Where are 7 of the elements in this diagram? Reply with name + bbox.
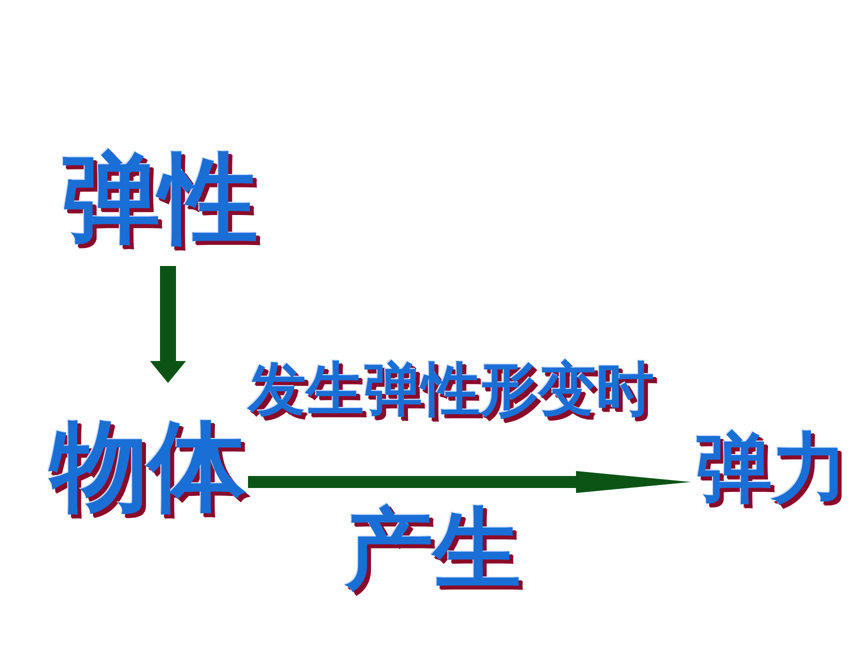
term-text: 弹力 — [696, 430, 848, 506]
edge-label: 发生弹性形变时 — [248, 360, 654, 418]
term-text: 弹性 — [62, 150, 258, 248]
arrow — [248, 471, 691, 493]
label-text: 产生 — [345, 505, 521, 593]
term-text: 物体 — [50, 418, 246, 516]
arrow — [150, 266, 186, 383]
